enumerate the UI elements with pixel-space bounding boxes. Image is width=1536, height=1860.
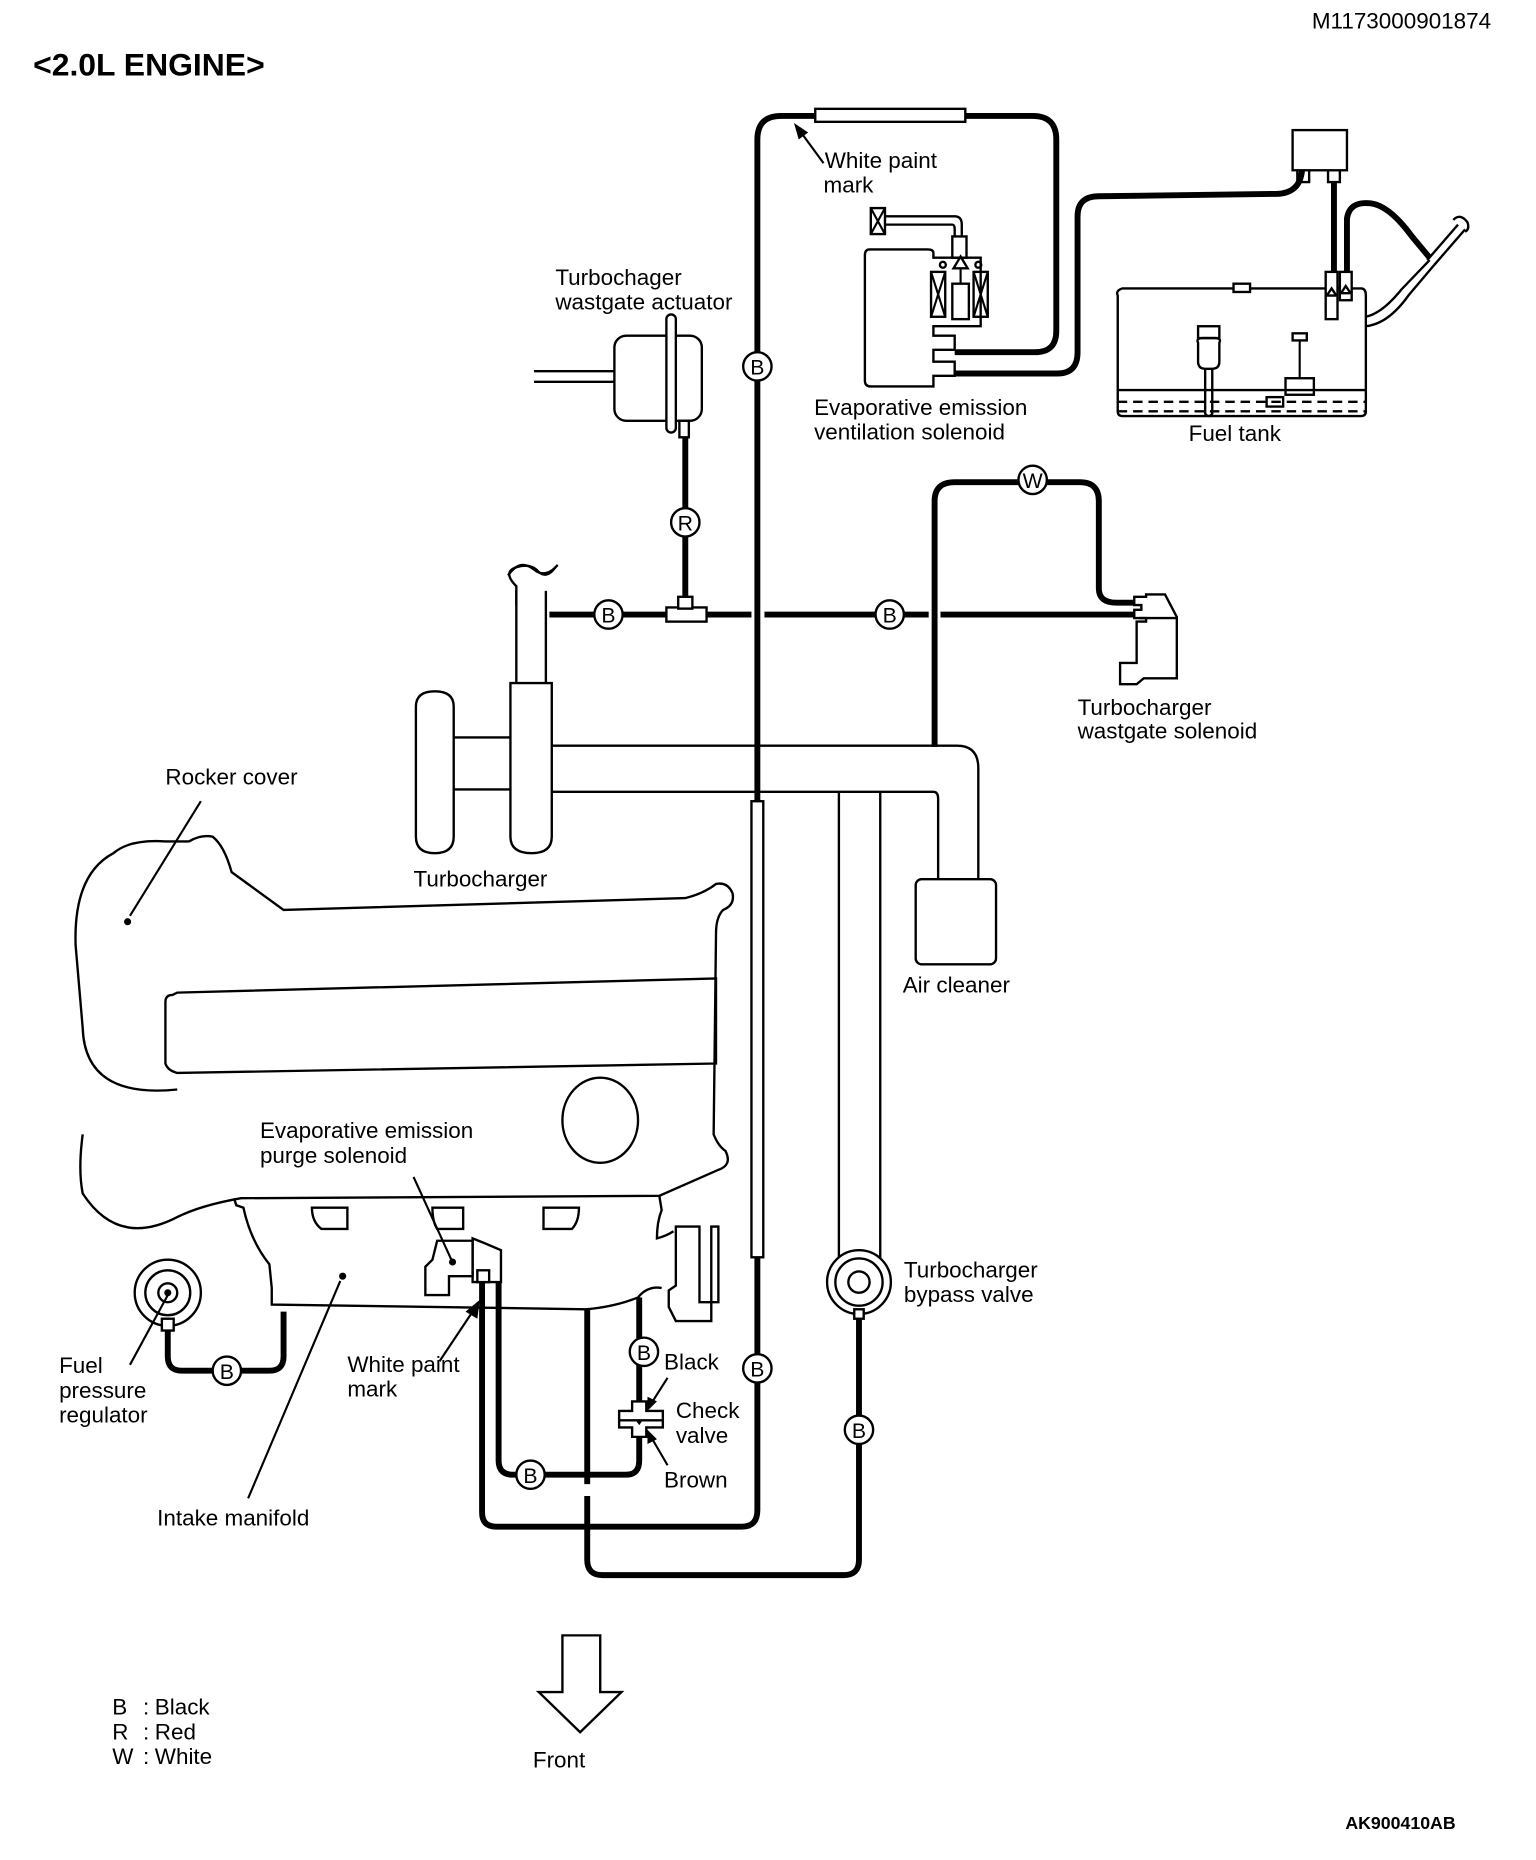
white-paint-mark-top-label-1: White paint — [825, 148, 938, 173]
white-paint-mark-bottom-label-1: White paint — [347, 1352, 460, 1377]
fuel-pressure-regulator-label-3: regulator — [59, 1403, 148, 1428]
check-valve-label-1: Check — [676, 1398, 740, 1423]
turbo-wastegate-solenoid-label-2: wastgate solenoid — [1077, 719, 1258, 744]
white-paint-mark-top: White paint mark — [793, 123, 938, 198]
turbo-bypass-valve-label-2: bypass valve — [904, 1282, 1034, 1307]
legend-meaning: Black — [155, 1695, 211, 1720]
hose-purge-to-ventilation — [479, 1257, 761, 1530]
turbo-bypass-valve — [825, 1249, 893, 1320]
air-cleaner — [914, 878, 998, 966]
badge-b-check-valve: B — [628, 1336, 660, 1368]
svg-text::: : — [143, 1719, 149, 1744]
rocker-cover-leader — [124, 800, 202, 926]
badge-w-loop: W — [1017, 464, 1049, 496]
intake-manifold-leader — [247, 1272, 347, 1499]
badge-b-left-line: B — [593, 599, 624, 630]
front-arrow-icon — [535, 1634, 625, 1734]
page-title: <2.0L ENGINE> — [33, 47, 265, 83]
hose-solenoid-to-canister — [954, 169, 1305, 377]
fuel-tank — [1115, 128, 1470, 418]
svg-text::: : — [143, 1695, 149, 1720]
check-valve-brown-label: Brown — [664, 1468, 728, 1493]
turbocharger — [414, 563, 980, 880]
fuel-pressure-regulator-label-2: pressure — [59, 1378, 146, 1403]
svg-text:B: B — [220, 1360, 234, 1384]
fuel-pressure-regulator — [129, 1258, 203, 1366]
turbo-wastegate-actuator-label-1: Turbochager — [555, 265, 682, 290]
rocker-cover-label: Rocker cover — [165, 765, 298, 790]
legend-code: B — [112, 1695, 127, 1720]
badge-b-purge-loop: B — [515, 1459, 546, 1491]
badge-b-right-line: B — [874, 599, 906, 630]
hose-white-loop — [931, 479, 1135, 747]
svg-text:B: B — [523, 1464, 537, 1488]
svg-text:B: B — [852, 1419, 866, 1443]
fuel-tank-label: Fuel tank — [1189, 421, 1282, 446]
white-paint-mark-top-label-2: mark — [824, 173, 875, 198]
badge-b-vertical-bottom: B — [742, 1352, 773, 1384]
document-code: M1173000901874 — [1312, 8, 1491, 33]
badge-r-actuator: R — [669, 507, 701, 538]
white-paint-mark-bottom-label-2: mark — [347, 1377, 398, 1402]
svg-text:B: B — [883, 604, 897, 628]
white-paint-mark-band-top — [814, 107, 967, 124]
badge-b-fuel-pressure: B — [211, 1355, 243, 1387]
svg-text:B: B — [750, 1358, 764, 1382]
hose-purge-to-check-valve — [495, 1282, 643, 1478]
white-hose-section — [750, 800, 765, 1259]
svg-text::: : — [143, 1744, 149, 1769]
purge-solenoid-leader — [412, 1176, 457, 1266]
hose-manifold-to-bypass — [584, 1309, 862, 1579]
hose-wastegate-line — [549, 595, 1135, 623]
hose-evap-ventilation-loop — [754, 107, 1060, 802]
evap-ventilation-solenoid-label-1: Evaporative emission — [814, 395, 1027, 420]
legend-code: W — [112, 1744, 134, 1769]
figure-code: AK900410AB — [1345, 1813, 1455, 1833]
turbo-wastegate-actuator — [534, 313, 704, 439]
intake-manifold — [232, 1195, 720, 1323]
evap-ventilation-solenoid-label-2: ventilation solenoid — [814, 420, 1005, 445]
turbo-wastegate-actuator-label-2: wastgate actuator — [554, 290, 733, 315]
badge-b-vertical-top: B — [742, 351, 773, 382]
badge-b-bypass: B — [843, 1414, 875, 1446]
evap-purge-solenoid-label-2: purge solenoid — [260, 1143, 407, 1168]
svg-text:R: R — [678, 512, 693, 536]
fuel-pressure-regulator-label-1: Fuel — [59, 1353, 103, 1378]
color-legend: B : Black R : Red W : White — [112, 1695, 212, 1770]
turbocharger-label: Turbocharger — [414, 866, 548, 891]
evap-ventilation-solenoid — [863, 206, 989, 388]
legend-meaning: White — [155, 1744, 212, 1769]
turbo-wastegate-solenoid-label-1: Turbocharger — [1078, 695, 1212, 720]
evap-purge-solenoid-label-1: Evaporative emission — [260, 1118, 473, 1143]
turbo-bypass-valve-label-1: Turbocharger — [904, 1257, 1038, 1282]
svg-text:B: B — [601, 604, 615, 628]
air-cleaner-label: Air cleaner — [903, 973, 1011, 998]
turbo-wastegate-solenoid — [1118, 593, 1178, 686]
check-valve-black-label: Black — [664, 1350, 720, 1375]
front-label: Front — [533, 1748, 586, 1773]
check-valve — [617, 1377, 669, 1466]
evap-purge-solenoid — [424, 1236, 503, 1297]
white-paint-mark-bottom — [438, 1299, 480, 1362]
svg-text:W: W — [1023, 469, 1043, 493]
svg-text:B: B — [637, 1341, 651, 1365]
legend-code: R — [112, 1719, 128, 1744]
intake-manifold-label: Intake manifold — [157, 1505, 309, 1530]
check-valve-label-2: valve — [676, 1423, 728, 1448]
svg-text:B: B — [750, 356, 764, 380]
legend-meaning: Red — [155, 1719, 196, 1744]
rocker-cover — [74, 834, 735, 1230]
